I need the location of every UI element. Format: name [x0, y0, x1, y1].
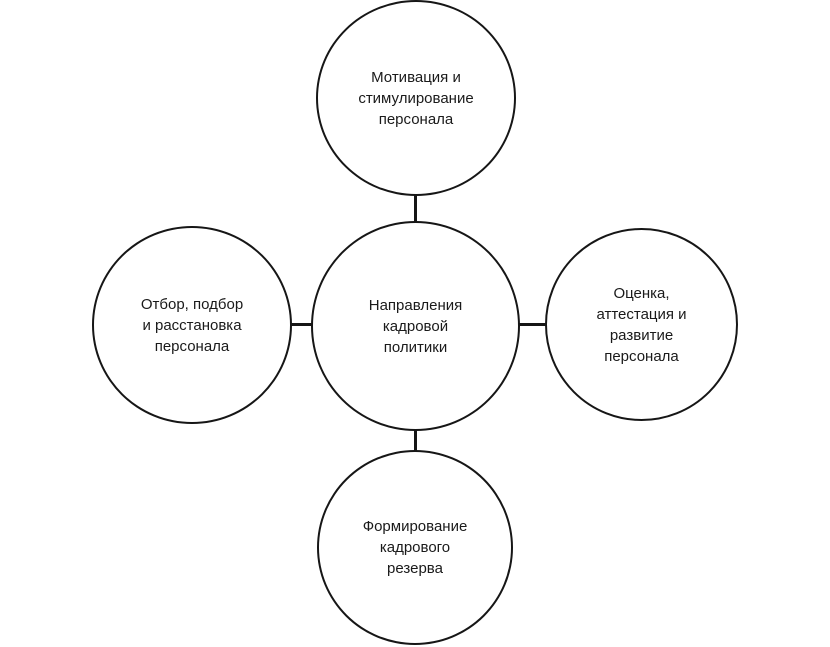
- node-assessment-label: Оценка, аттестация и развитие персонала: [596, 284, 687, 365]
- node-center-label: Направления кадровой политики: [368, 296, 463, 356]
- node-motivation-label: Мотивация и стимулирование персонала: [358, 68, 474, 128]
- node-selection-label: Отбор, подбор и расстановка персонала: [140, 295, 244, 355]
- node-selection-circle: Отбор, подбор и расстановка персонала: [92, 226, 292, 424]
- connector-center-bottom: [414, 427, 417, 454]
- node-assessment-circle: Оценка, аттестация и развитие персонала: [545, 228, 738, 421]
- node-center-circle: Направления кадровой политики: [311, 221, 520, 431]
- connector-center-right: [516, 323, 548, 326]
- node-reserve-circle: Формирование кадрового резерва: [317, 450, 513, 645]
- node-reserve-label: Формирование кадрового резерва: [362, 518, 468, 577]
- connector-left-center: [288, 323, 315, 326]
- node-motivation-circle: Мотивация и стимулирование персонала: [316, 0, 516, 196]
- connector-top-center: [414, 193, 417, 225]
